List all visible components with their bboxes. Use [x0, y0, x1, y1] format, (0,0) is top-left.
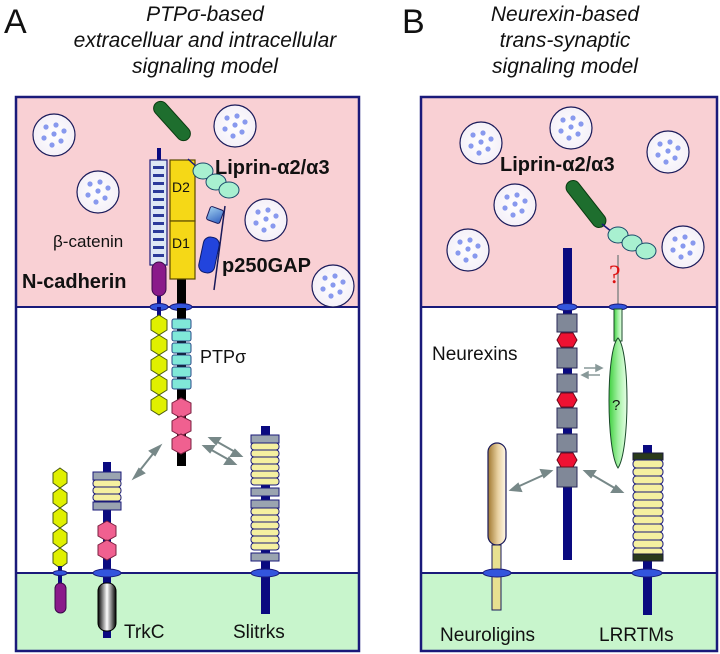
n-cadherin-cytoplasmic-tail: [54, 582, 67, 614]
p250gap-label: p250GAP: [222, 255, 311, 277]
synaptic-vesicle: [459, 121, 503, 165]
synaptic-vesicle: [213, 104, 257, 148]
panel-letter-b: B: [402, 3, 425, 41]
unknown-partner-protein: ?: [608, 303, 628, 469]
unknown-partner-question-mark: ?: [609, 260, 621, 289]
synaptic-vesicle: [661, 225, 705, 269]
liprin-sam-domain: [635, 242, 657, 260]
lrrtms-label: LRRTMs: [599, 625, 674, 646]
panel-a-title-line-1: PTPσ-based: [146, 3, 264, 26]
membrane-anchor: [631, 568, 663, 578]
trkc-kinase-domain: [97, 582, 117, 632]
synaptic-vesicle: [76, 170, 120, 214]
synaptic-vesicle: [493, 183, 537, 227]
ptp-sigma-d1-domain: [169, 220, 196, 280]
panel-a-frame: [14, 95, 361, 653]
panel-a-postsynaptic-region: [16, 573, 359, 651]
n-cadherin: [149, 148, 169, 416]
lrrtm: [631, 445, 664, 615]
liprin-alpha-label: Liprin-α2/α3: [500, 154, 615, 176]
ptp-sigma-d2-domain: [169, 159, 196, 222]
panel-a-title-line-2: extracelluar and intracellular: [73, 29, 337, 52]
interaction-arrows: [580, 363, 604, 380]
liprin-alpha: [153, 100, 240, 199]
beta-catenin-repeats: [153, 166, 164, 257]
synaptic-vesicle: [311, 264, 355, 308]
neurexin-lns-domains: [556, 313, 578, 488]
membrane-anchor: [52, 570, 68, 576]
panel-b: Liprin-α2/α3 ? Neurexins: [419, 95, 719, 653]
liprin-alpha-label: Liprin-α2/α3: [215, 157, 330, 179]
neurexin-egf-domains: [556, 332, 578, 468]
panel-b-title-line-1: Neurexin-based: [490, 3, 640, 26]
interaction-arrows: [508, 468, 625, 493]
panel-b-title-line-2: trans-synaptic: [499, 29, 631, 52]
beta-catenin-label: β-catenin: [53, 232, 123, 251]
ptp-sigma-ig-cyan-domains: [171, 318, 192, 390]
liprin-rod: [565, 179, 607, 229]
synaptic-vesicle: [549, 106, 593, 150]
p250gap: [198, 205, 226, 291]
n-cadherin-ec-domains: [150, 314, 168, 416]
panel-b-postsynaptic-region: [421, 573, 717, 651]
panel-b-frame: [419, 95, 719, 653]
n-cadherin-label: N-cadherin: [22, 271, 126, 293]
membrane-anchor: [250, 568, 280, 578]
synaptic-vesicle: [446, 228, 490, 272]
n-cadherin-cytoplasmic-tail: [151, 261, 167, 297]
membrane-anchor: [482, 568, 512, 578]
unknown-partner-question-mark: ?: [612, 397, 620, 414]
interaction-arrows: [131, 437, 244, 481]
liprin-alpha: [565, 179, 657, 260]
neuroligin-esterase-domain: [487, 442, 507, 546]
panel-a: D2 D1: [14, 95, 361, 653]
neurexin: [556, 248, 578, 560]
neurexins-label: Neurexins: [432, 344, 518, 365]
p250gap-small-domain: [206, 206, 224, 224]
p250gap-body: [198, 236, 220, 274]
neuroligins-label: Neuroligins: [440, 625, 535, 646]
ptp-sigma: D2 D1: [169, 159, 196, 466]
synaptic-vesicle: [646, 130, 690, 174]
panel-b-title-line-3: signaling model: [492, 55, 638, 78]
synaptic-vesicle: [244, 198, 288, 242]
postsynaptic-n-cadherin: [52, 467, 68, 614]
membrane-anchor: [92, 568, 122, 578]
d1-label: D1: [172, 235, 190, 251]
slitrks-label: Slitrks: [233, 622, 285, 643]
panel-b-title: Neurexin-based trans-synaptic signaling …: [450, 2, 680, 80]
panel-a-title: PTPσ-based extracelluar and intracellula…: [40, 2, 370, 80]
panel-a-title-line-3: signaling model: [132, 55, 278, 78]
liprin-sam-domain: [218, 181, 240, 199]
synaptic-vesicle: [32, 113, 76, 157]
liprin-sam-domain: [192, 162, 214, 180]
liprin-rod: [153, 100, 191, 142]
panel-letter-a: A: [4, 3, 27, 41]
ptp-sigma-ig-pink-domains: [171, 397, 192, 455]
trkc: [92, 462, 122, 638]
trkc-label: TrkC: [124, 622, 164, 643]
ptp-sigma-label: PTPσ: [200, 347, 246, 367]
slitrks: [250, 426, 280, 614]
d2-label: D2: [172, 179, 190, 195]
membrane-anchor: [556, 303, 578, 311]
neuroligin: [482, 442, 512, 611]
